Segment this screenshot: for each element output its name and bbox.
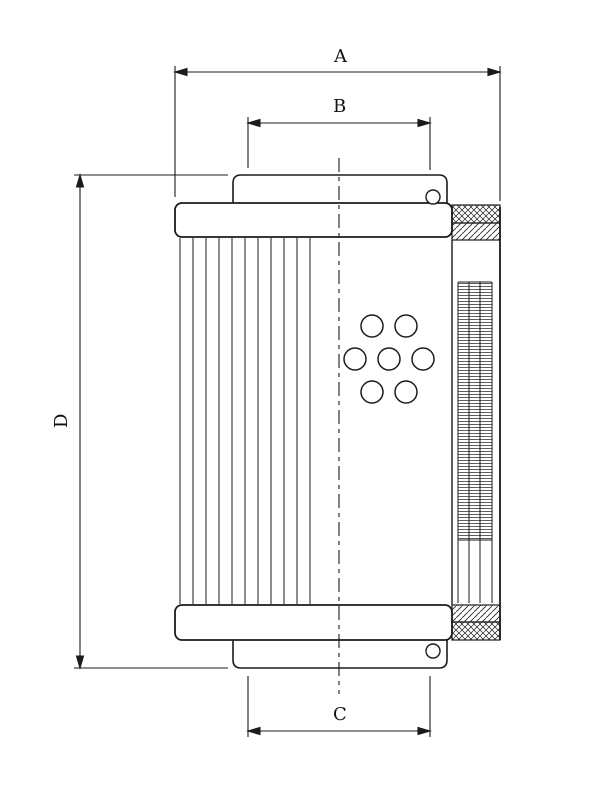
- bottom-end-cap: [174, 604, 453, 641]
- dimension-b: B: [246, 96, 432, 170]
- dimension-d: D: [51, 173, 228, 670]
- dim-d-arrow-top-icon: [75, 173, 85, 188]
- dimension-b-label: B: [333, 96, 346, 117]
- dimension-c: C: [246, 676, 432, 737]
- dim-d-arrow-bottom-icon: [75, 655, 85, 670]
- pleat-lines: [179, 238, 311, 604]
- dim-a-arrow-left-icon: [173, 67, 188, 77]
- filter-body: [174, 158, 501, 694]
- dim-a-arrow-right-icon: [487, 67, 502, 77]
- oring-circle-bottom: [425, 643, 441, 659]
- support-mesh: [457, 281, 493, 603]
- dim-b-arrow-right-icon: [417, 118, 432, 128]
- dimension-a-label: A: [333, 46, 348, 67]
- seal-hatch-top: [451, 204, 501, 241]
- dim-c-arrow-left-icon: [246, 726, 261, 736]
- oring-circle-top: [425, 189, 441, 205]
- seal-hatch-bottom: [451, 604, 501, 641]
- perforation-holes: [343, 314, 435, 404]
- dim-b-arrow-left-icon: [246, 118, 261, 128]
- top-end-cap: [174, 202, 453, 238]
- top-neck: [232, 174, 448, 207]
- bottom-neck: [232, 638, 448, 669]
- dim-c-arrow-right-icon: [417, 726, 432, 736]
- dimension-d-label: D: [51, 414, 72, 428]
- dimension-c-label: C: [333, 704, 347, 725]
